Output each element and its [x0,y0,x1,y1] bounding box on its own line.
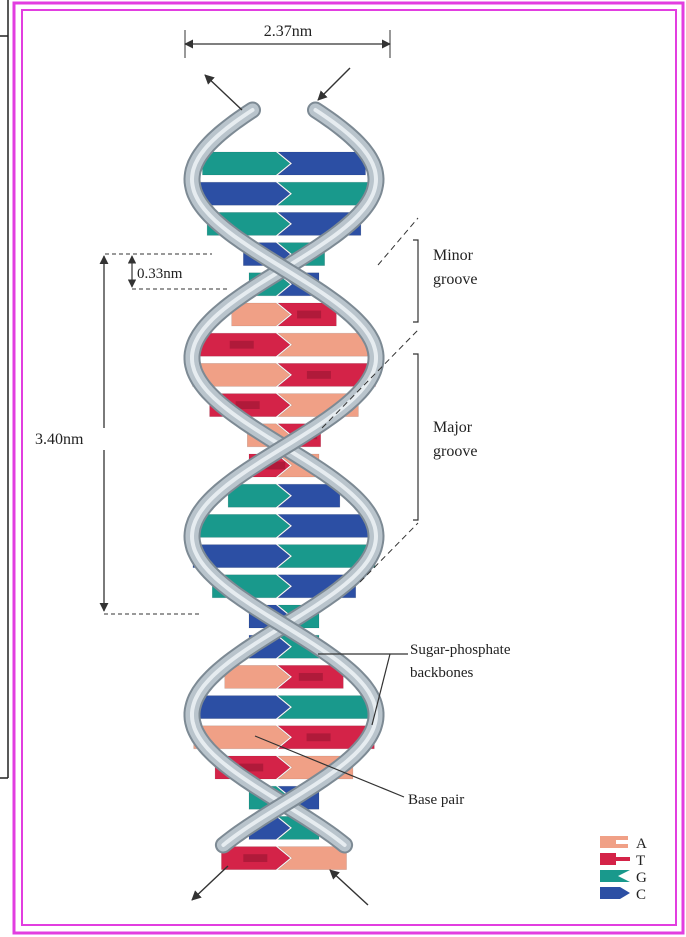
legend-letter: C [636,887,646,903]
pitch-label: 3.40nm [35,431,84,448]
major-groove-label-line1: Major [433,419,473,436]
base-pair-GC [228,484,340,507]
legend-letter: G [636,870,647,886]
base-C [278,514,369,537]
legend-letter: A [636,836,647,852]
base-pair-TA [221,847,346,870]
base-pair-CG [193,545,375,568]
base-pair-AT [232,303,337,326]
base-G [278,696,371,719]
base-pair-AT [225,665,344,688]
base-G [202,152,290,175]
minor-groove-label-line1: Minor [433,247,474,264]
base-pair-CG [197,696,371,719]
thymine-stub [299,673,323,681]
minor-groove-label-line2: groove [433,271,477,288]
base-G [199,514,290,537]
base-pair-TA [201,333,368,356]
major-groove-label-line2: groove [433,443,477,460]
base-pair-GC [202,152,365,175]
backbone-label-line1: Sugar-phosphate [410,642,511,658]
thymine-stub [307,371,331,379]
thymine-stub [230,341,254,349]
thymine-stub [297,311,321,319]
base-pair-CG [192,182,376,205]
legend-letter: T [636,853,645,869]
base-C [197,696,290,719]
base-pair-label: Base pair [408,792,464,808]
rise-label: 0.33nm [137,266,183,282]
thymine-stub [243,854,267,862]
backbone-label-line2: backbones [410,665,473,681]
base-pair-AT [194,726,375,749]
base-A [225,665,290,688]
base-pair-AT [192,363,375,386]
thymine-stub [307,733,331,741]
width-label: 2.37nm [264,23,313,40]
base-pair-GC [199,514,369,537]
